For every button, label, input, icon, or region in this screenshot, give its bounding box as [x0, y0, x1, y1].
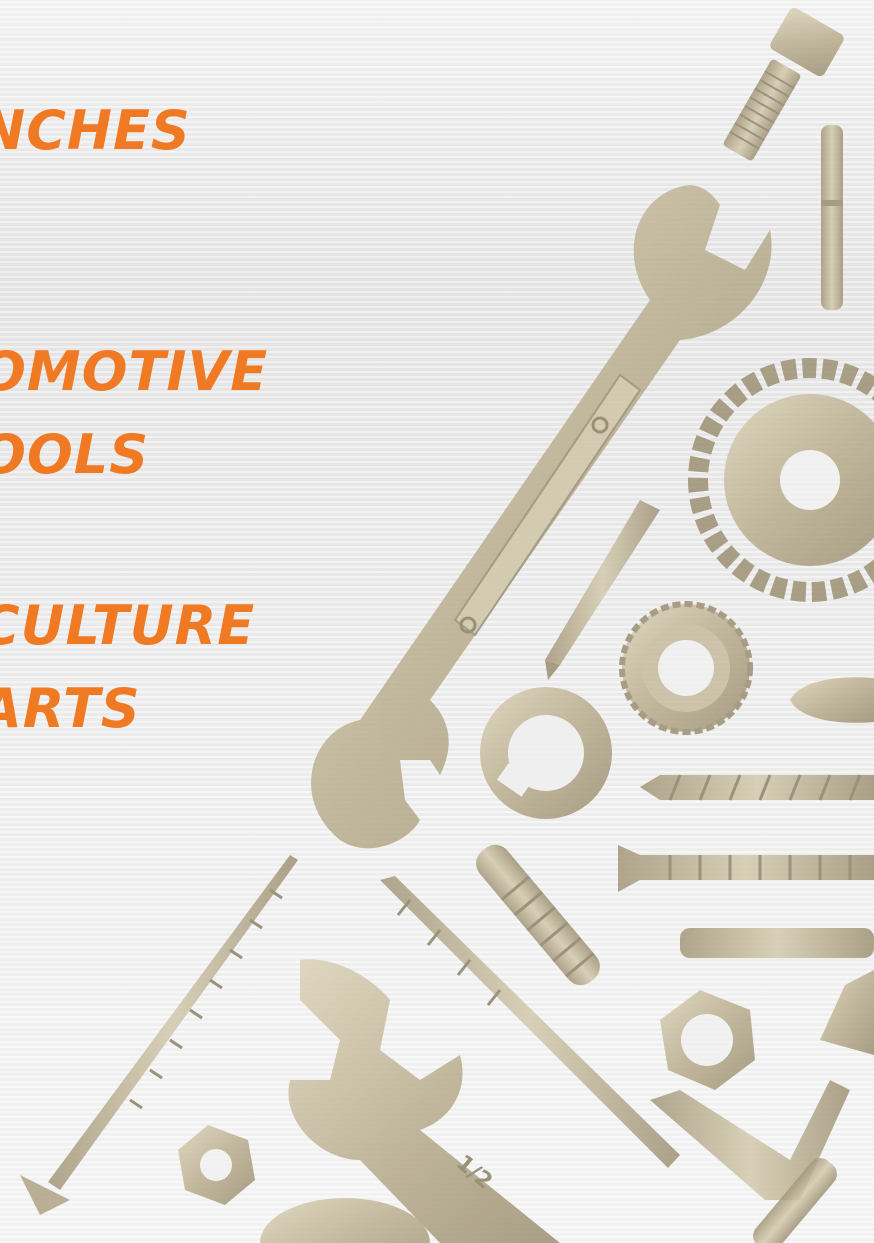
allen-key-icon	[650, 1080, 850, 1200]
screw-icon	[618, 845, 874, 892]
hex-nut-icon	[660, 990, 755, 1090]
label-tools: OOLS	[0, 423, 150, 486]
nail-icon	[20, 855, 298, 1215]
spring-washer-icon	[480, 687, 612, 819]
small-hex-nut-icon	[178, 1125, 255, 1205]
label-parts: ARTS	[0, 677, 141, 740]
punch-tool-icon	[545, 500, 660, 680]
flat-screwdriver-tip-icon	[680, 928, 874, 958]
pin-icon	[753, 1158, 837, 1243]
long-screw-icon	[380, 876, 680, 1168]
bolt-icon	[723, 7, 844, 161]
label-agriculture: CULTURE	[0, 594, 256, 657]
chain-ring-icon	[688, 358, 874, 602]
square-nut-icon	[820, 970, 874, 1055]
label-wrenches: NCHES	[0, 99, 191, 162]
flange-nut-icon	[619, 601, 753, 735]
washer-icon	[260, 1198, 430, 1243]
screwdriver-bit-icon	[821, 125, 843, 310]
open-end-wrench-icon	[311, 185, 772, 849]
grease-fitting-icon	[790, 677, 874, 723]
label-automotive: OMOTIVE	[0, 340, 269, 403]
drill-bit-icon	[640, 774, 874, 801]
wall-anchor-icon	[476, 844, 600, 986]
